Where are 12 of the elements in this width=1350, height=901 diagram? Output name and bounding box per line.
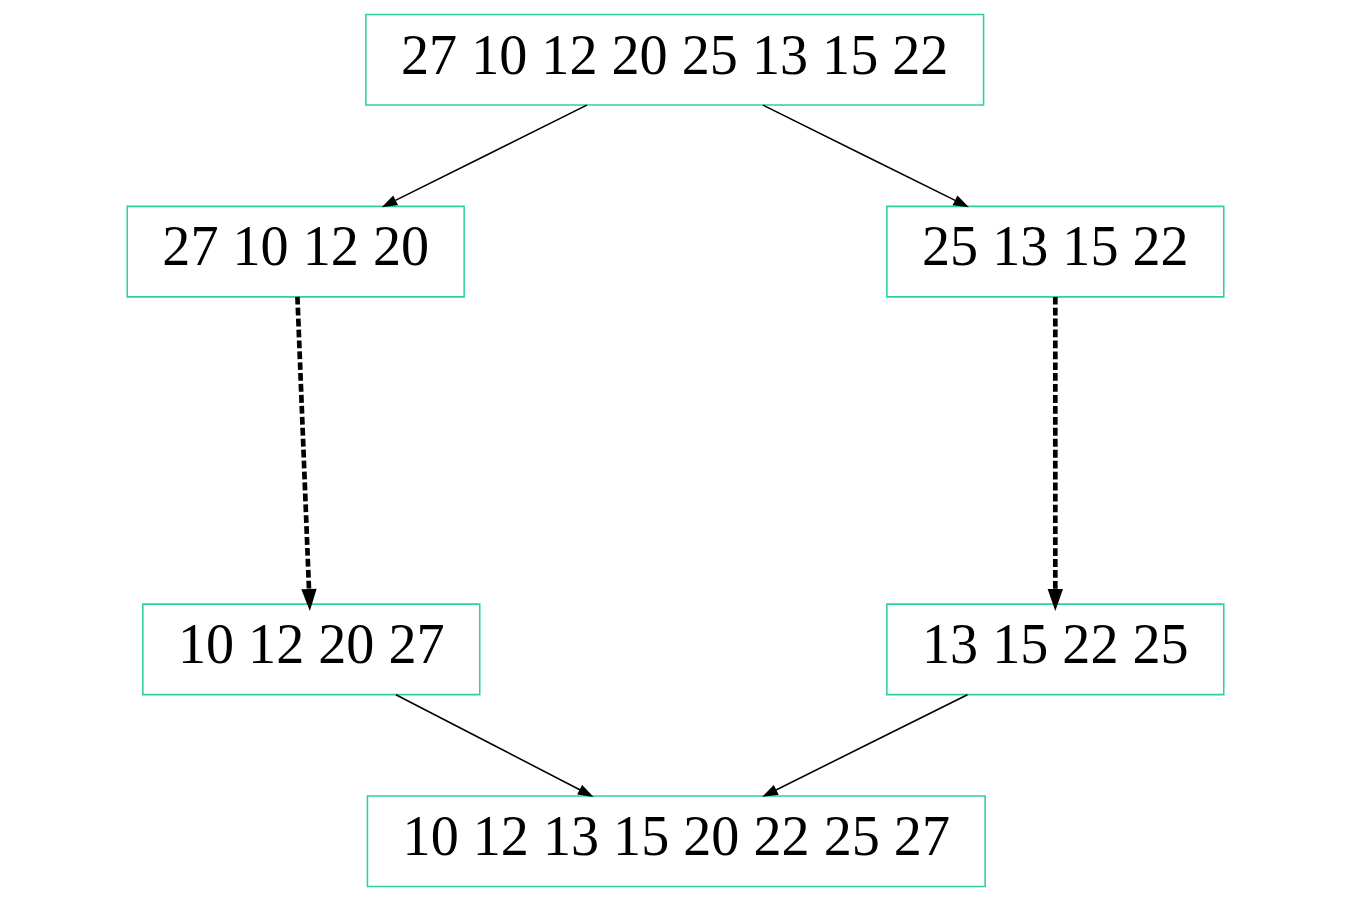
- node-box: 10 12 20 27: [141, 603, 481, 696]
- node-box: 10 12 13 15 20 22 25 27: [366, 795, 986, 888]
- arrow: [294, 296, 317, 611]
- arrow: [1047, 296, 1063, 611]
- arrow: [761, 693, 968, 797]
- arrow: [761, 104, 969, 208]
- node-box: 27 10 12 20 25 13 15 22: [364, 13, 984, 106]
- arrow: [394, 693, 594, 797]
- node-box: 25 13 15 22: [885, 205, 1225, 298]
- node-box: 13 15 22 25: [885, 603, 1225, 696]
- node-box: 27 10 12 20: [125, 205, 465, 298]
- arrow: [381, 104, 588, 208]
